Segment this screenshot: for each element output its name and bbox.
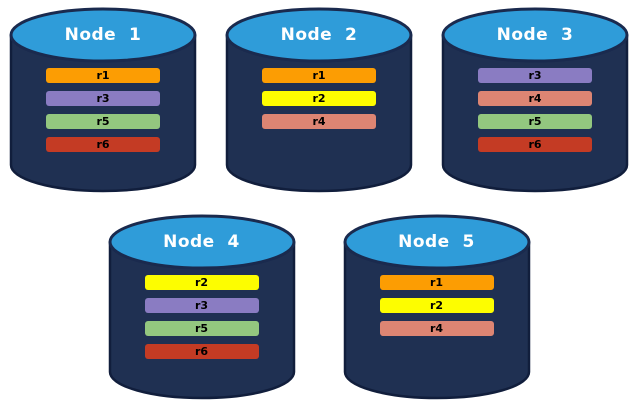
record-bar-r4: r4 [379,321,494,336]
cylinder-top-ellipse [441,7,629,63]
cylinder-top-ellipse [9,7,197,63]
record-list: r1 r2 r4 [343,275,531,336]
record-list: r2 r3 r5 r6 [108,275,296,359]
record-list: r1 r2 r4 [225,68,413,129]
node-title: Node 5 [398,232,475,252]
record-bar-r5: r5 [144,321,259,336]
record-bar-r6: r6 [46,137,160,152]
cylinder-top-ellipse [225,7,413,63]
node-cylinder-1: Node 1 r1 r3 r5 r6 [9,7,197,195]
node-title: Node 3 [496,25,574,45]
cylinder-top-ellipse [108,214,295,270]
record-bar-r1: r1 [46,68,160,83]
node-title: Node 4 [163,232,240,252]
node-row-bottom: Node 4 r2 r3 r5 r6 Node 5 r1 r2 r4 [0,214,638,402]
record-bar-r4: r4 [262,114,376,129]
record-bar-r2: r2 [379,298,494,313]
record-list: r1 r3 r5 r6 [9,68,197,152]
node-cylinder-2: Node 2 r1 r2 r4 [225,7,413,195]
record-bar-r3: r3 [46,91,160,106]
record-bar-r2: r2 [144,275,259,290]
node-cylinder-4: Node 4 r2 r3 r5 r6 [108,214,296,402]
record-bar-r1: r1 [379,275,494,290]
record-bar-r6: r6 [478,137,592,152]
record-bar-r6: r6 [144,344,259,359]
node-cylinder-3: Node 3 r3 r4 r5 r6 [441,7,629,195]
record-list: r3 r4 r5 r6 [441,68,629,152]
record-bar-r3: r3 [144,298,259,313]
cylinder-top-ellipse [343,214,530,270]
record-bar-r5: r5 [46,114,160,129]
record-bar-r4: r4 [478,91,592,106]
node-title: Node 1 [64,25,142,45]
record-bar-r2: r2 [262,91,376,106]
node-cylinder-5: Node 5 r1 r2 r4 [343,214,531,402]
record-bar-r5: r5 [478,114,592,129]
node-title: Node 2 [280,25,358,45]
record-bar-r1: r1 [262,68,376,83]
record-bar-r3: r3 [478,68,592,83]
